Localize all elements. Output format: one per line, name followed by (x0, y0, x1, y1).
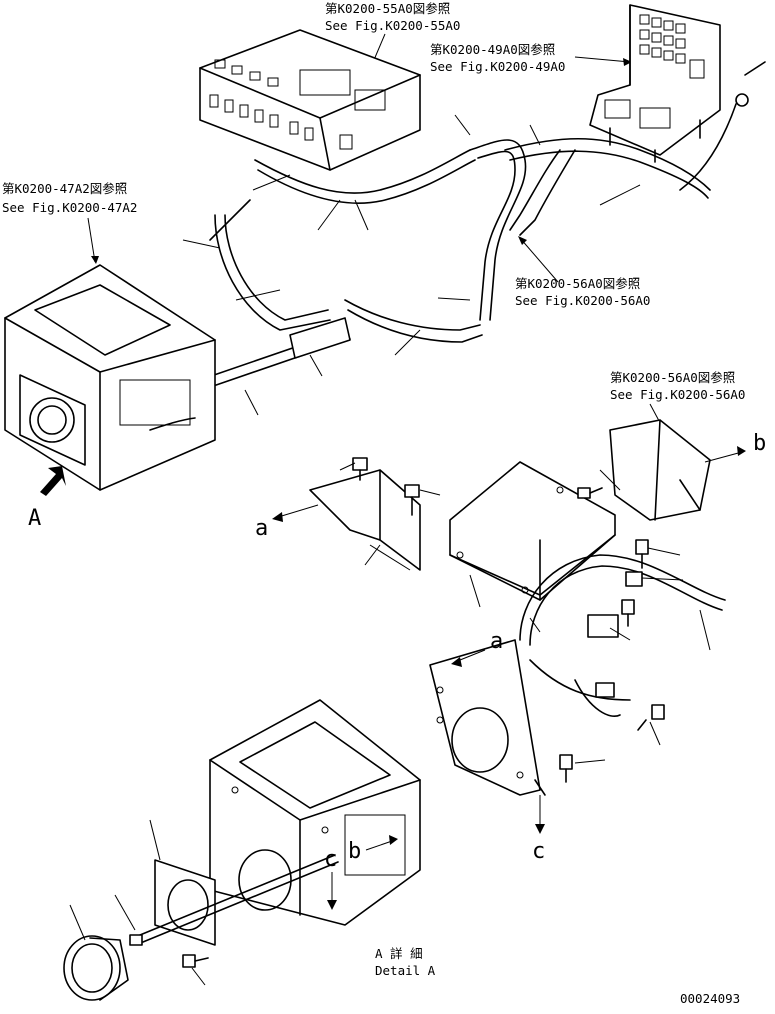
gauge-plate (154, 859, 216, 946)
bracket-right (609, 419, 711, 521)
bracket-left (309, 469, 421, 571)
view-letter-b-lower: b (348, 839, 361, 864)
arrow-a-left: a (255, 504, 319, 541)
ref-k0200-56a0-lower-jp: 第K0200-56A0図参照 (610, 370, 735, 385)
part-leaders-upper (182, 114, 641, 416)
ref-k0200-55a0-jp: 第K0200-55A0図参照 (325, 1, 450, 16)
arrow-b-right: b (704, 431, 766, 463)
bolt-lower-gauge (182, 954, 209, 968)
gauge-meter (63, 934, 143, 1001)
ref-k0200-49a0-en: See Fig.K0200-49A0 (430, 59, 565, 74)
detail-label-jp: A 詳 細 (375, 946, 423, 961)
part-leaders-lower (364, 469, 711, 764)
harness-lower (519, 554, 726, 717)
ref-k0200-56a0-upper: 第K0200-56A0図参照 See Fig.K0200-56A0 (515, 276, 650, 308)
wiring-harness (184, 137, 711, 395)
view-letter-c-lower: c (532, 839, 545, 864)
detail-label-en: Detail A (375, 963, 436, 978)
instrument-housing-upper (4, 264, 216, 491)
drawing-number: 00024093 (680, 991, 740, 1006)
ref-k0200-49a0-jp: 第K0200-49A0図参照 (430, 42, 555, 57)
mounting-plate-lower (429, 639, 546, 796)
view-arrow-a: A (28, 466, 66, 531)
view-letter-a-left: a (255, 516, 268, 541)
ref-k0200-55a0-en: See Fig.K0200-55A0 (325, 18, 460, 33)
ref-k0200-56a0-lower: 第K0200-56A0図参照 See Fig.K0200-56A0 (610, 370, 745, 402)
ref-k0200-49a0: 第K0200-49A0図参照 See Fig.K0200-49A0 (430, 42, 565, 74)
view-letter-a-mid: a (490, 629, 503, 654)
arrow-b-lower: b (348, 835, 398, 864)
gauge-rod (139, 854, 339, 943)
detail-label: A 詳 細 Detail A (375, 946, 436, 978)
instrument-housing-lower (209, 699, 421, 926)
arrow-c-lower: c (532, 795, 545, 864)
ref-k0200-56a0-upper-jp: 第K0200-56A0図参照 (515, 276, 640, 291)
fuse-box-upper-right (589, 4, 721, 163)
ref-k0200-47a2-jp: 第K0200-47A2図参照 (2, 181, 127, 196)
bolt-center-top (577, 487, 603, 499)
view-letter-a-main: A (28, 506, 41, 531)
ref-k0200-47a2-en: See Fig.K0200-47A2 (2, 200, 137, 215)
ref-k0200-56a0-lower-en: See Fig.K0200-56A0 (610, 387, 745, 402)
ref-k0200-47a2: 第K0200-47A2図参照 See Fig.K0200-47A2 (2, 181, 137, 215)
bolts-lower-right (559, 539, 665, 783)
ref-k0200-56a0-upper-en: See Fig.K0200-56A0 (515, 293, 650, 308)
view-letter-b-right: b (753, 431, 766, 456)
relay-panel-upper (199, 29, 421, 171)
arrow-a-mid: a (451, 629, 503, 667)
ref-k0200-55a0: 第K0200-55A0図参照 See Fig.K0200-55A0 (325, 1, 460, 33)
ground-bolt-upper-right (679, 61, 766, 191)
plate-bracket-center (449, 461, 616, 601)
bolt-set-left (339, 457, 441, 516)
part-leaders-gauge (69, 819, 206, 986)
